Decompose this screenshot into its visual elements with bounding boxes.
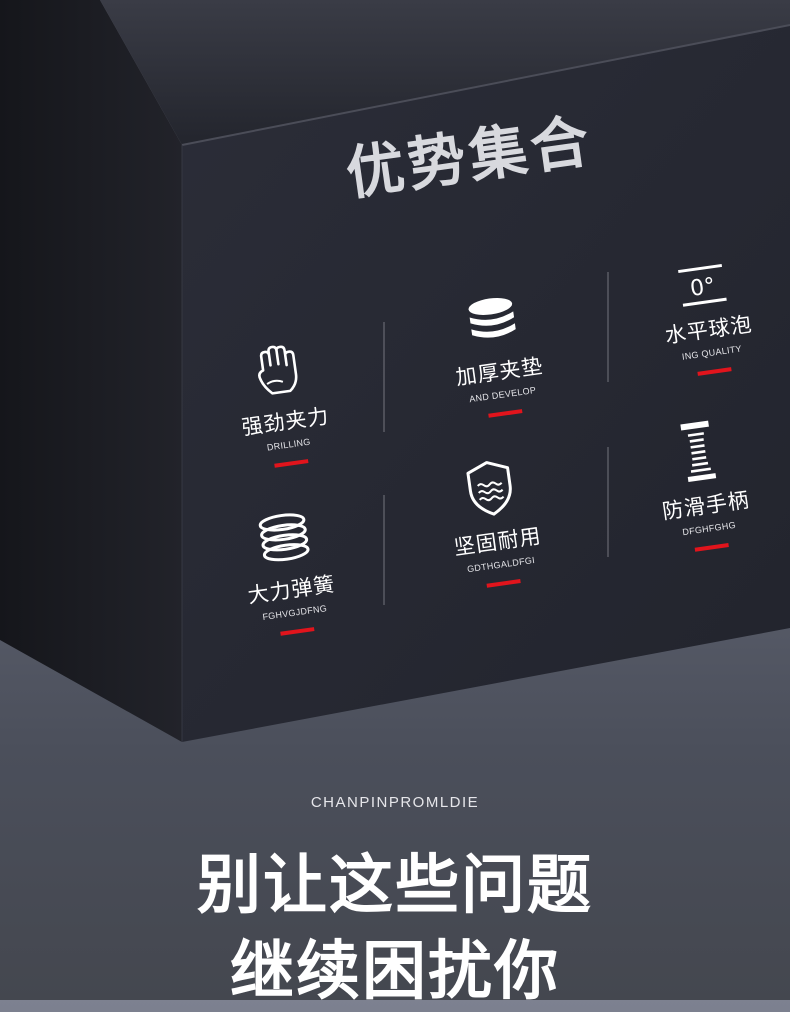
headline-line-2: 继续困扰你 xyxy=(230,935,560,1009)
feature-grip: 强劲夹力 DRILLING xyxy=(190,331,376,477)
feature-durable: 坚固耐用 GDTHGALDFGI xyxy=(402,447,588,597)
headline-line-1: 别让这些问题 xyxy=(197,849,593,923)
feature-spring: 大力弹簧 FGHVGJDFNG xyxy=(196,499,382,645)
spring-icon xyxy=(258,513,310,562)
handle-grip-icon xyxy=(680,420,717,482)
feature-pad: 加厚夹垫 AND DEVELOP xyxy=(404,281,590,427)
stacked-discs-icon xyxy=(468,297,516,338)
level-bubble-icon: 0° xyxy=(678,263,727,307)
level-icon-text: 0° xyxy=(689,274,717,302)
feature-level: 0° 水平球泡 ING QUALITY xyxy=(615,251,790,386)
shield-waves-icon xyxy=(466,461,512,516)
feature-handle: 防滑手柄 DFGHFGHG xyxy=(610,409,790,561)
glove-icon xyxy=(258,345,298,395)
english-caption: CHANPINPROMLDIE xyxy=(310,794,480,811)
dark-cube xyxy=(0,0,790,742)
